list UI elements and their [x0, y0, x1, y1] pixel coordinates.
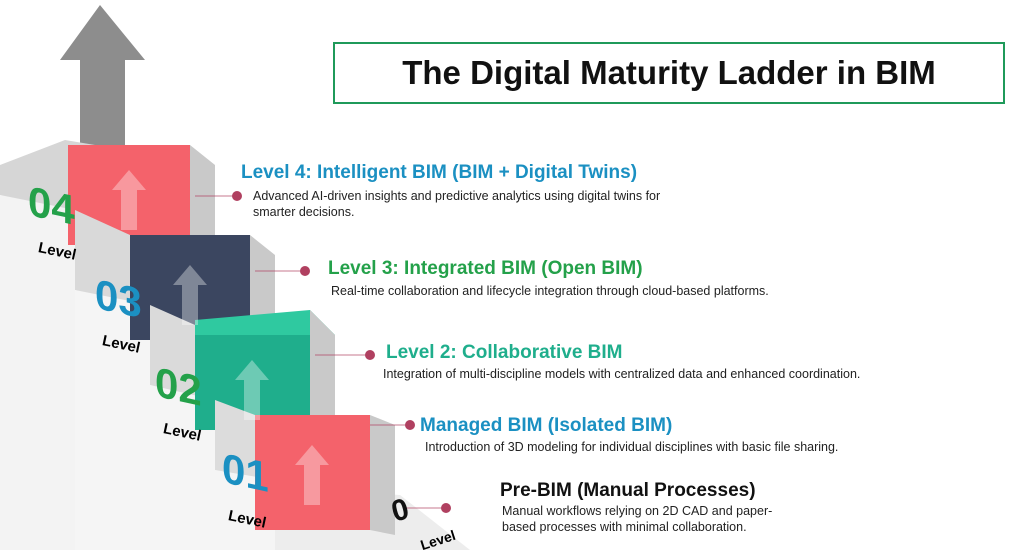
page-title: The Digital Maturity Ladder in BIM	[333, 42, 1005, 104]
level-4-cube	[68, 145, 190, 245]
up-arrow-icon	[60, 5, 145, 170]
staircase-illustration	[0, 140, 470, 550]
cube-arrow-icon	[112, 170, 146, 230]
cube-arrow-icon	[235, 360, 269, 420]
level-3-number: 03	[95, 270, 142, 327]
step-4-front	[0, 195, 75, 550]
level-0-heading: Pre-BIM (Manual Processes)	[500, 480, 756, 501]
level-2-description: Integration of multi-discipline models w…	[383, 367, 861, 381]
connector-dot	[300, 266, 310, 276]
level-3-description: Real-time collaboration and lifecycle in…	[331, 284, 769, 298]
level-4-number: 04	[28, 177, 75, 234]
cube-arrow-icon	[173, 265, 207, 325]
level-4-heading: Level 4: Intelligent BIM (BIM + Digital …	[241, 162, 638, 183]
up-arrow-graphic	[60, 5, 145, 170]
level-1-cube	[255, 415, 370, 530]
level-1-heading: Managed BIM (Isolated BIM)	[420, 415, 673, 436]
connector-dot	[405, 420, 415, 430]
step-3-front	[75, 290, 150, 550]
level-3-heading: Level 3: Integrated BIM (Open BIM)	[328, 258, 643, 279]
level-4-description: Advanced AI-driven insights and predicti…	[253, 189, 661, 219]
connector-dot	[232, 191, 242, 201]
level-0-description: Manual workflows relying on 2D CAD and p…	[502, 504, 773, 534]
connector-dot	[441, 503, 451, 513]
cube-arrow-icon	[295, 445, 329, 505]
level-2-number: 02	[155, 358, 202, 415]
level-2-heading: Level 2: Collaborative BIM	[386, 342, 623, 363]
level-1-number: 01	[222, 444, 269, 501]
connector-dot	[365, 350, 375, 360]
level-1-description: Introduction of 3D modeling for individu…	[425, 440, 839, 454]
